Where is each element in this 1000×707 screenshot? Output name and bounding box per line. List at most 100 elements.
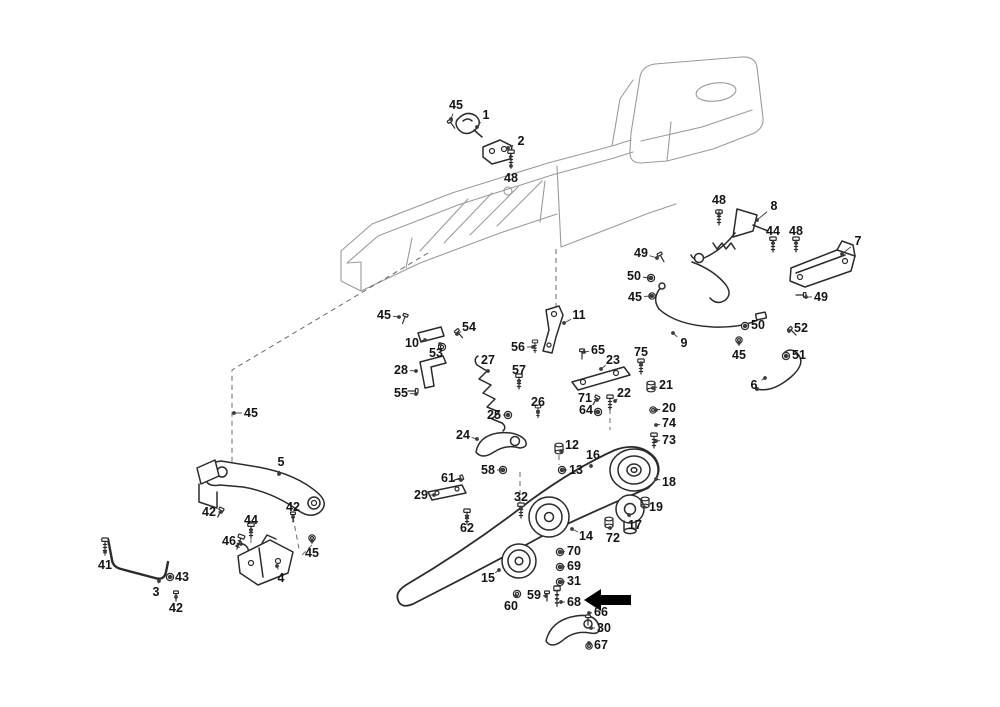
- bolt-icon: [552, 585, 562, 608]
- part-number-label: 72: [606, 531, 620, 545]
- part-callout-20: 20: [654, 401, 676, 415]
- part-callout-48: 48: [712, 193, 726, 216]
- part-number-label: 19: [649, 500, 663, 514]
- part-callout-44: 44: [766, 224, 780, 245]
- part-number-label: 54: [462, 320, 476, 334]
- part-callout-67: 67: [587, 638, 608, 652]
- part-number-label: 15: [481, 571, 495, 585]
- part-callout-68: 68: [559, 595, 581, 609]
- part-number-label: 9: [681, 336, 688, 350]
- part-bar-29: [427, 484, 467, 501]
- part-callout-43: 43: [168, 570, 189, 584]
- part-number-label: 11: [572, 308, 585, 322]
- part-number-label: 42: [169, 601, 183, 615]
- part-number-label: 21: [659, 378, 673, 392]
- part-callout-55: 55: [394, 386, 418, 400]
- part-idler-arm-5: [196, 459, 325, 516]
- part-number-label: 23: [606, 353, 620, 367]
- part-number-label: 65: [591, 343, 605, 357]
- part-callout-19: 19: [642, 500, 663, 514]
- part-callout-54: 54: [455, 320, 476, 336]
- part-callout-65: 65: [582, 343, 605, 357]
- part-rod-3: [106, 537, 170, 580]
- part-callout-48: 48: [789, 224, 803, 245]
- part-number-label: 44: [244, 513, 258, 527]
- part-pulley-15: [501, 543, 537, 579]
- part-number-label: 71: [578, 391, 592, 405]
- part-number-label: 49: [634, 246, 648, 260]
- part-callout-24: 24: [456, 428, 479, 442]
- part-arm-24: [475, 431, 527, 457]
- part-callout-7: 7: [840, 234, 862, 256]
- part-tensioner-arm-8: [690, 208, 769, 264]
- part-callout-48: 48: [504, 164, 518, 185]
- part-number-label: 60: [504, 599, 518, 613]
- part-callout-70: 70: [559, 544, 581, 558]
- part-number-label: 45: [244, 406, 258, 420]
- part-number-label: 56: [511, 340, 525, 354]
- spacer-icon: [604, 516, 614, 529]
- part-plate-10: [417, 326, 445, 343]
- screw-icon: [399, 312, 409, 325]
- part-callout-45: 45: [232, 406, 258, 420]
- part-number-label: 27: [481, 353, 495, 367]
- part-bracket-7: [789, 240, 856, 288]
- part-spring-rod-6: [755, 349, 802, 391]
- part-callout-51: 51: [784, 348, 806, 362]
- part-number-label: 50: [751, 318, 765, 332]
- part-callout-50: 50: [627, 269, 652, 283]
- part-callout-71: 71: [578, 391, 599, 405]
- part-bracket-4: [237, 534, 294, 586]
- part-number-label: 58: [481, 463, 495, 477]
- part-number-label: 1: [483, 108, 490, 122]
- part-callout-11: 11: [562, 308, 586, 325]
- bolt-icon: [606, 394, 614, 411]
- part-number-label: 68: [567, 595, 581, 609]
- part-number-label: 32: [514, 490, 528, 504]
- part-callout-45: 45: [449, 98, 463, 121]
- part-number-label: 16: [586, 448, 600, 462]
- part-callout-4: 4: [275, 564, 285, 585]
- part-callout-60: 60: [504, 594, 518, 613]
- part-callout-31: 31: [559, 574, 581, 588]
- part-callout-45: 45: [628, 290, 653, 304]
- part-number-label: 48: [504, 171, 518, 185]
- part-cable-9: [654, 261, 768, 328]
- part-number-label: 55: [394, 386, 408, 400]
- part-number-label: 22: [617, 386, 631, 400]
- part-bracket-28: [419, 355, 447, 389]
- part-number-label: 46: [222, 534, 236, 548]
- part-callout-74: 74: [654, 416, 676, 430]
- part-number-label: 3: [153, 585, 160, 599]
- part-number-label: 4: [278, 571, 285, 585]
- part-cable-clamp-1: [455, 112, 483, 138]
- part-callout-62: 62: [460, 515, 474, 535]
- part-callout-9: 9: [671, 331, 688, 350]
- part-callout-57: 57: [512, 363, 526, 383]
- part-number-label: 48: [712, 193, 726, 207]
- chassis-frame: [340, 56, 764, 292]
- part-callout-69: 69: [559, 559, 581, 573]
- part-callout-18: 18: [654, 475, 676, 489]
- part-number-label: 52: [794, 321, 808, 335]
- part-number-label: 67: [594, 638, 608, 652]
- part-callout-26: 26: [531, 395, 545, 414]
- part-number-label: 61: [441, 471, 455, 485]
- part-callout-42: 42: [202, 505, 223, 519]
- part-callout-30: 30: [589, 621, 611, 635]
- part-number-label: 30: [597, 621, 611, 635]
- part-number-label: 45: [732, 348, 746, 362]
- part-number-label: 57: [512, 363, 526, 377]
- part-callout-21: 21: [651, 378, 673, 392]
- part-number-label: 42: [202, 505, 216, 519]
- part-callout-66: 66: [587, 605, 608, 619]
- part-number-label: 59: [527, 588, 541, 602]
- part-number-label: 75: [634, 345, 648, 359]
- part-callout-25: 25: [487, 408, 510, 422]
- part-number-label: 64: [579, 403, 593, 417]
- part-callout-53: 53: [429, 342, 443, 360]
- part-callout-29: 29: [414, 488, 436, 502]
- part-callout-14: 14: [570, 527, 593, 543]
- hardware: [101, 118, 807, 650]
